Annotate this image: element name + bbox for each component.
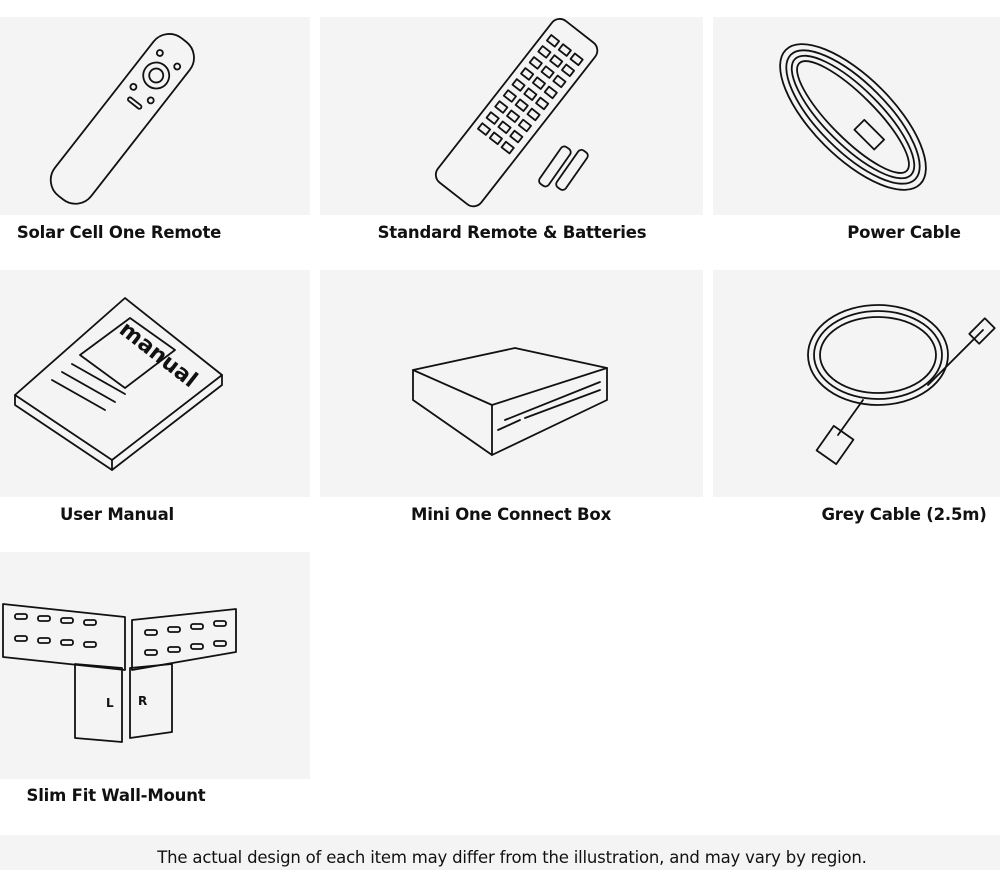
item-tile-wall-mount: L R — [0, 552, 310, 779]
item-label: Mini One Connect Box — [410, 505, 612, 524]
power-cable-icon — [779, 43, 927, 191]
remote-batteries-icon — [434, 18, 599, 208]
manual-cover-text: manual — [114, 317, 201, 393]
item-tile-solar-remote — [0, 17, 310, 215]
item-tile-connect-box — [320, 270, 703, 497]
grey-cable-icon — [807, 304, 996, 466]
bracket-right-label: R — [138, 694, 147, 708]
bracket-left-label: L — [106, 696, 114, 710]
wall-mount-icon: L R — [2, 603, 237, 743]
item-label: Grey Cable (2.5m) — [821, 505, 987, 524]
item-label: Power Cable — [847, 223, 961, 242]
remote-icon — [49, 33, 195, 205]
item-tile-power-cable — [713, 17, 1000, 215]
item-label: User Manual — [60, 505, 174, 524]
item-label: Solar Cell One Remote — [16, 223, 222, 242]
item-tile-user-manual: manual — [0, 270, 310, 497]
disclaimer-bar — [0, 835, 1000, 870]
item-label: Slim Fit Wall-Mount — [26, 786, 206, 805]
item-label: Standard Remote & Batteries — [377, 223, 647, 242]
disclaimer-text: The actual design of each item may diffe… — [157, 848, 867, 867]
item-tile-standard-remote — [320, 17, 703, 215]
item-tile-grey-cable — [713, 270, 1000, 497]
connect-box-icon — [412, 347, 608, 456]
manual-icon: manual — [14, 297, 223, 471]
